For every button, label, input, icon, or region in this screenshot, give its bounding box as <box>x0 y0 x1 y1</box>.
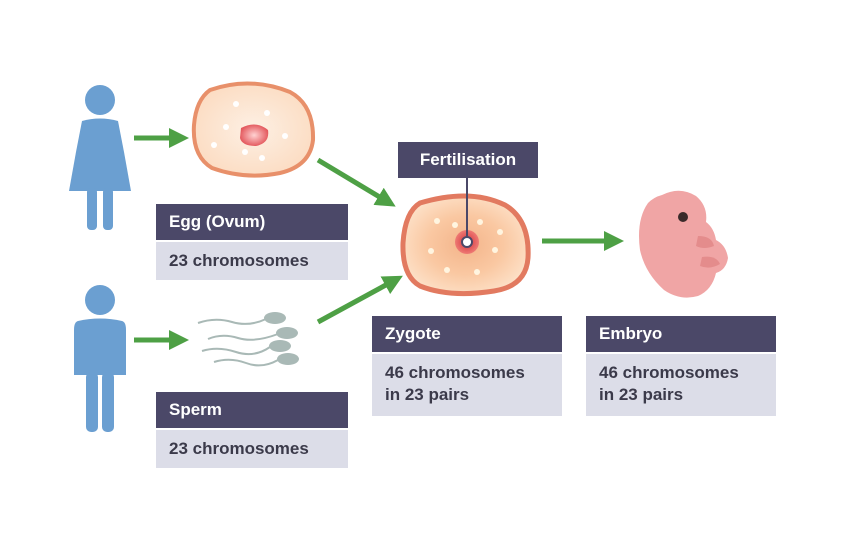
embryo-icon <box>639 190 728 298</box>
zygote-label: Zygote 46 chromosomes in 23 pairs <box>372 316 562 416</box>
egg-label: Egg (Ovum) 23 chromosomes <box>156 204 348 280</box>
arrow-egg-to-zygote <box>316 157 396 207</box>
embryo-line-1: 46 chromosomes <box>599 363 739 382</box>
sperm-title: Sperm <box>156 392 348 428</box>
embryo-line-2: in 23 pairs <box>599 385 684 404</box>
egg-title: Egg (Ovum) <box>156 204 348 240</box>
male-person-icon <box>74 285 126 432</box>
embryo-label: Embryo 46 chromosomes in 23 pairs <box>586 316 776 416</box>
arrow-sperm-to-zygote <box>316 275 403 325</box>
embryo-chromosomes: 46 chromosomes in 23 pairs <box>586 354 776 416</box>
zygote-title: Zygote <box>372 316 562 352</box>
sperm-label: Sperm 23 chromosomes <box>156 392 348 468</box>
egg-cell-icon <box>191 81 316 178</box>
embryo-title: Embryo <box>586 316 776 352</box>
fertilisation-pointer-dot <box>461 236 473 248</box>
female-person-icon <box>69 85 131 230</box>
sperm-chromosomes: 23 chromosomes <box>156 430 348 468</box>
zygote-line-2: in 23 pairs <box>385 385 470 404</box>
fertilisation-callout: Fertilisation <box>398 142 538 178</box>
egg-chromosomes: 23 chromosomes <box>156 242 348 280</box>
zygote-line-1: 46 chromosomes <box>385 363 525 382</box>
zygote-chromosomes: 46 chromosomes in 23 pairs <box>372 354 562 416</box>
sperm-cells-icon <box>197 312 299 367</box>
